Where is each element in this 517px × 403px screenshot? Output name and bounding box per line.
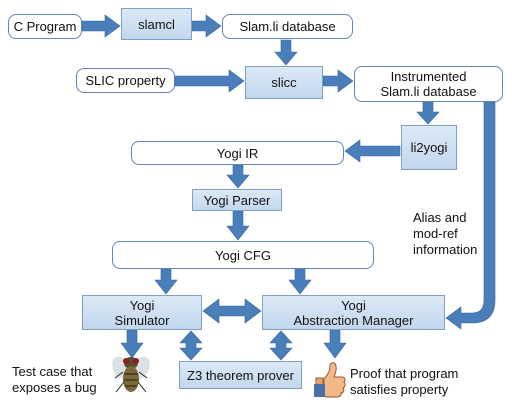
label-proof: Proof that program satisfies property (350, 366, 459, 397)
arrow-slic-slicc (174, 69, 245, 93)
label-test-case: Test case that exposes a bug (12, 364, 97, 395)
arrow-parser-cfg (226, 210, 250, 241)
arrow-li2yogi-yogiir (344, 139, 401, 163)
arrow-simulator-manager (202, 298, 262, 324)
arrow-yogiir-parser (226, 164, 250, 189)
node-yogi-cfg: Yogi CFG (112, 241, 374, 269)
arrow-instrumented-manager (445, 101, 496, 330)
thumbs-up-icon (314, 362, 346, 398)
node-slam-database: Slam.li database (222, 14, 353, 39)
node-z3-prover: Z3 theorem prover (179, 361, 302, 389)
arrow-cfg-simulator (154, 268, 178, 295)
arrow-manager-proof (323, 329, 347, 359)
arrow-slicc-instrumented (322, 69, 354, 93)
arrow-manager-z3 (269, 330, 293, 361)
arrow-cprogram-slamcl (81, 14, 121, 38)
bug-icon (112, 356, 150, 393)
node-yogi-parser: Yogi Parser (192, 189, 282, 211)
node-li2yogi: li2yogi (401, 125, 457, 170)
node-instrumented-database: Instrumented Slam.li database (354, 66, 503, 102)
arrow-simulator-z3 (179, 330, 203, 361)
arrow-simulator-testcase (120, 329, 144, 359)
node-yogi-simulator: Yogi Simulator (82, 295, 202, 330)
arrow-instrumented-li2yogi (416, 101, 440, 125)
label-alias-info: Alias and mod-ref information (413, 210, 478, 257)
node-slicc: slicc (245, 66, 323, 99)
node-slamcl: slamcl (121, 8, 192, 40)
arrow-slamdb-slicc (274, 39, 298, 66)
arrow-slamcl-slamdb (191, 14, 222, 38)
node-yogi-ir: Yogi IR (131, 141, 344, 165)
arrow-cfg-manager (288, 268, 312, 295)
node-abstraction-manager: Yogi Abstraction Manager (262, 295, 445, 330)
node-slic-property: SLIC property (76, 68, 175, 93)
node-c-program: C Program (8, 14, 82, 39)
